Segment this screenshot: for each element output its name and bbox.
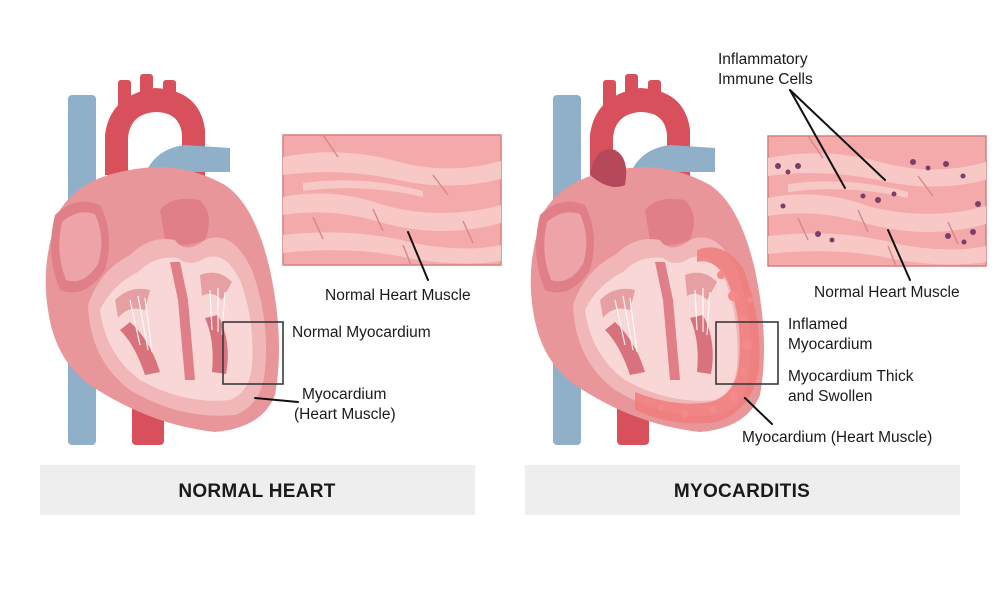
normal-wall-label-line2: (Heart Muscle) <box>294 406 396 423</box>
normal-tissue-inset <box>282 134 502 266</box>
normal-wall-label-line1: Myocardium <box>302 386 386 403</box>
myocarditis-heart-illustration <box>530 73 765 446</box>
thick-label-line2: and Swollen <box>788 388 872 405</box>
normal-muscle-leader <box>407 231 429 281</box>
normal-caption-bar <box>40 465 475 515</box>
immune-label-line2: Immune Cells <box>718 71 813 88</box>
normal-muscle-label: Normal Heart Muscle <box>325 287 471 304</box>
normal-heart-panel: Normal Heart Muscle Normal Myocardium My… <box>40 73 502 515</box>
immune-leader-b <box>789 89 886 181</box>
normal-heart-illustration <box>45 73 280 446</box>
myocarditis-caption-bar <box>525 465 960 515</box>
normal-myocardium-label: Normal Myocardium <box>292 324 431 341</box>
normal-caption: NORMAL HEART <box>178 481 335 502</box>
myo-wall-leader <box>744 397 773 425</box>
myocarditis-tissue-inset <box>767 135 987 267</box>
normal-zoom-box <box>222 321 284 385</box>
immune-label-line1: Inflammatory <box>718 51 808 68</box>
myocarditis-panel: Inflammatory Immune Cells Normal Heart M… <box>525 51 987 515</box>
inflamed-label-line1: Inflamed <box>788 316 847 333</box>
immune-leader-a <box>789 89 846 189</box>
myo-muscle-label: Normal Heart Muscle <box>814 284 960 301</box>
myocarditis-caption: MYOCARDITIS <box>674 481 810 502</box>
myo-wall-label: Myocardium (Heart Muscle) <box>742 429 932 446</box>
myo-muscle-leader <box>887 229 911 281</box>
normal-wall-leader <box>254 397 299 403</box>
inflamed-zoom-box <box>715 321 779 385</box>
thick-label-line1: Myocardium Thick <box>788 368 914 385</box>
inflamed-label-line2: Myocardium <box>788 336 872 353</box>
